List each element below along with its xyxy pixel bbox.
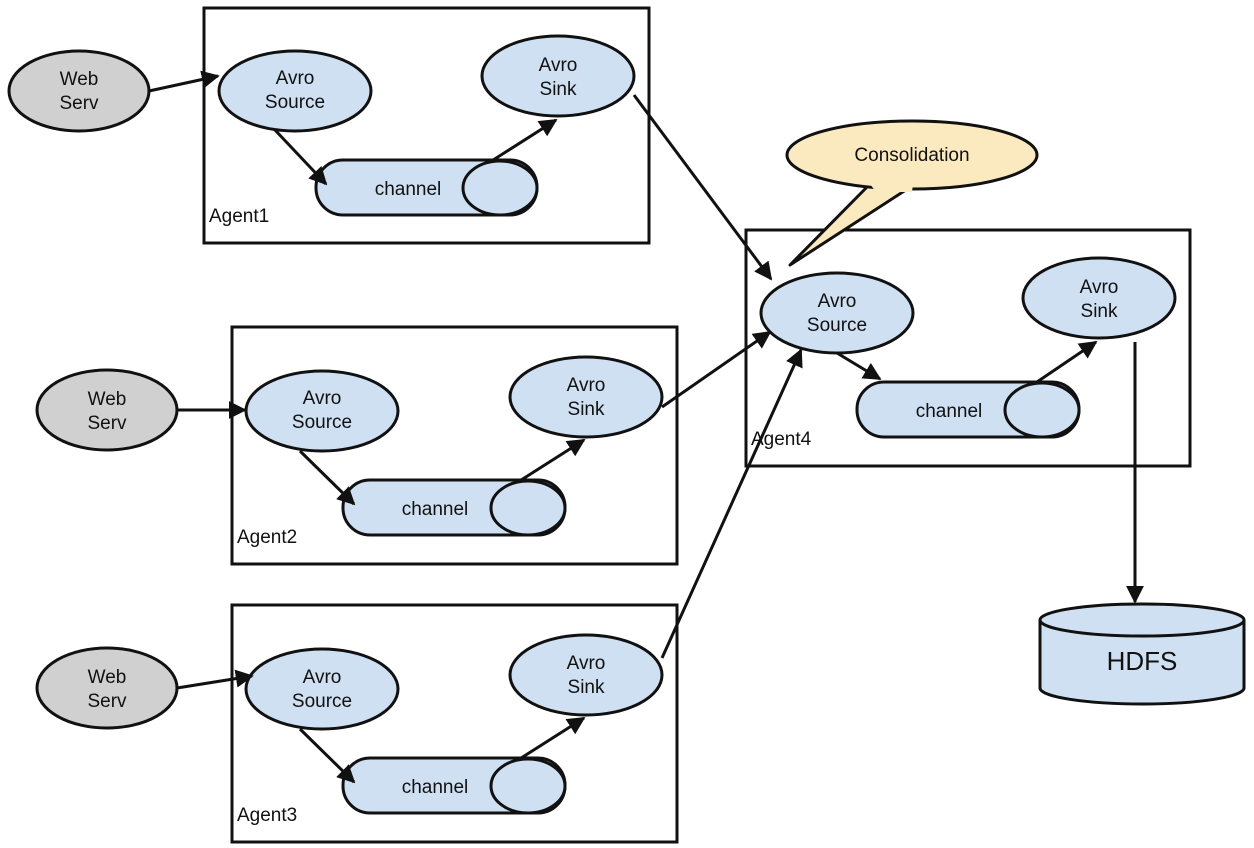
agent2-group: Agent2 Avro Source Avro Sink channel [230, 325, 679, 566]
agent4-avro-source: Avro Source [759, 271, 915, 355]
agent4-channel-to-sink-arrow [1033, 340, 1098, 386]
svg-text:Avro: Avro [303, 667, 342, 688]
svg-text:Serv: Serv [87, 413, 127, 434]
svg-text:Sink: Sink [568, 677, 605, 698]
webserv-3: Web Serv [35, 646, 179, 730]
agent2-label: Agent2 [237, 527, 297, 548]
agent1-sink-to-agent4-source-arrow [632, 94, 773, 281]
consolidation-callout: Consolidation [785, 119, 1039, 267]
agent3-label: Agent3 [237, 805, 297, 826]
agent4-label: Agent4 [751, 429, 812, 450]
agent3-avro-source: Avro Source [244, 647, 400, 731]
svg-text:Avro: Avro [276, 68, 315, 89]
svg-text:Sink: Sink [540, 79, 577, 100]
agent1-group: Agent1 Avro Source Avro Sink channel [202, 6, 651, 245]
svg-text:Source: Source [265, 92, 325, 113]
agent4-group: Agent4 Avro Source Avro Sink channel [744, 228, 1192, 468]
svg-text:Avro: Avro [303, 388, 342, 409]
agent1-channel-to-sink-arrow [489, 118, 558, 164]
svg-text:Avro: Avro [818, 291, 857, 312]
svg-text:Avro: Avro [1080, 277, 1119, 298]
svg-text:Web: Web [60, 69, 99, 90]
webserv3-to-source-arrow [176, 669, 254, 690]
agent4-source-to-channel-arrow [836, 351, 882, 381]
svg-text:Serv: Serv [59, 93, 99, 114]
svg-text:Serv: Serv [87, 691, 127, 712]
svg-text:Sink: Sink [1081, 301, 1118, 322]
agent1-avro-source: Avro Source [217, 49, 373, 133]
svg-text:Avro: Avro [567, 375, 606, 396]
callout-text: Consolidation [854, 145, 969, 166]
agent4-avro-sink: Avro Sink [1021, 256, 1177, 340]
agent4-channel: channel [855, 380, 1081, 439]
agent3-channel-to-sink-arrow [517, 716, 586, 762]
webserv1-to-source-arrow [148, 70, 220, 93]
webserv-2: Web Serv [35, 368, 179, 452]
agent1-label: Agent1 [209, 206, 269, 227]
svg-text:Web: Web [88, 667, 127, 688]
agent2-channel-to-sink-arrow [517, 438, 586, 484]
svg-text:Source: Source [292, 691, 352, 712]
svg-text:Avro: Avro [567, 653, 606, 674]
agent3-source-to-channel-arrow [298, 727, 356, 784]
agent3-sink-to-agent4-source-arrow [660, 348, 803, 659]
svg-text:Avro: Avro [539, 55, 578, 76]
svg-text:channel: channel [375, 179, 442, 200]
agent1-channel: channel [314, 158, 539, 217]
webserv-1: Web Serv [7, 49, 151, 133]
agent2-source-to-channel-arrow [298, 449, 356, 506]
agent3-channel: channel [341, 756, 567, 815]
agent1-source-to-channel-arrow [273, 128, 328, 186]
agent3-avro-sink: Avro Sink [508, 633, 664, 717]
agent2-avro-source: Avro Source [244, 369, 400, 453]
svg-text:channel: channel [402, 499, 469, 520]
svg-text:channel: channel [402, 777, 469, 798]
agent2-sink-to-agent4-source-arrow [661, 330, 772, 409]
svg-text:Web: Web [88, 389, 127, 410]
svg-text:Source: Source [807, 315, 867, 336]
hdfs-cylinder: HDFS [1038, 602, 1246, 706]
svg-text:Source: Source [292, 412, 352, 433]
svg-text:channel: channel [916, 401, 983, 422]
hdfs-label: HDFS [1107, 646, 1178, 676]
agent3-group: Agent3 Avro Source Avro Sink channel [230, 603, 679, 844]
agent2-avro-sink: Avro Sink [508, 355, 664, 439]
agent2-channel: channel [341, 478, 567, 537]
agent1-avro-sink: Avro Sink [480, 34, 636, 118]
svg-text:Sink: Sink [568, 399, 605, 420]
